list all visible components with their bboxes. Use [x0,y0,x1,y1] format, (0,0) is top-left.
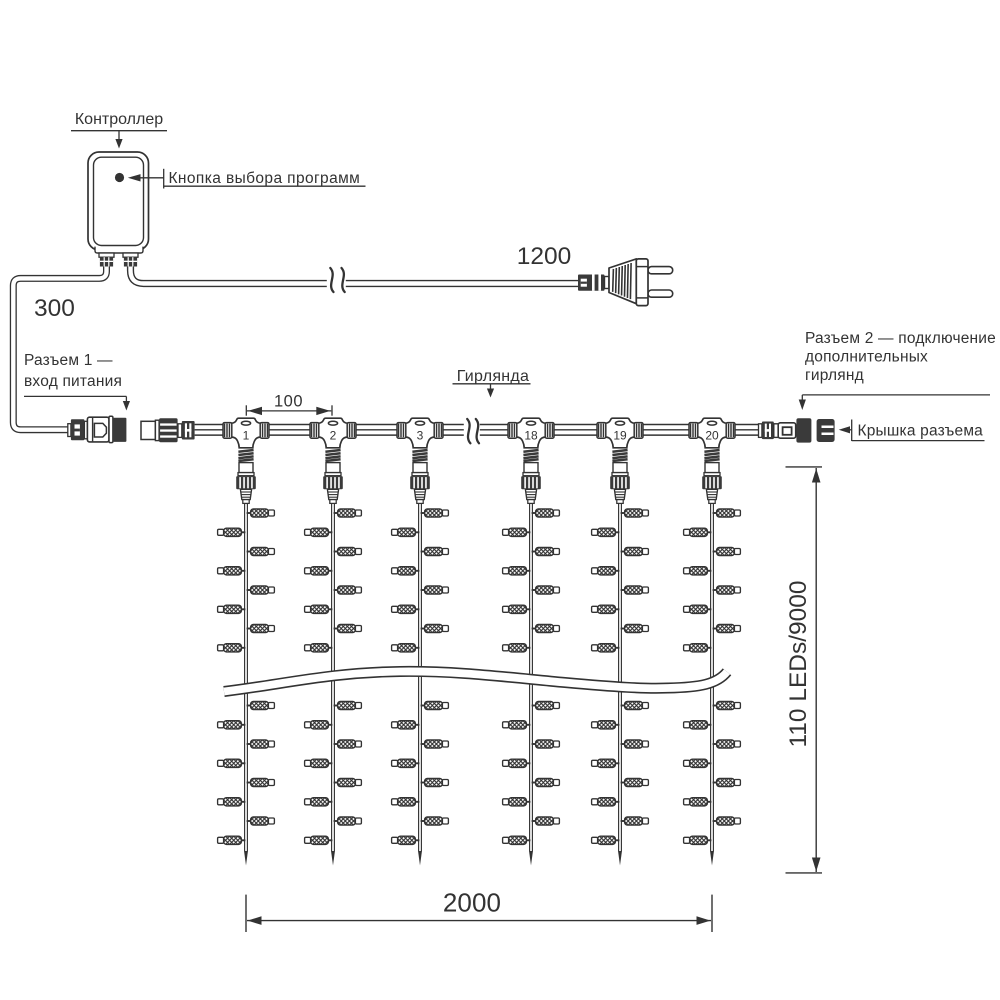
svg-text:100: 100 [274,393,303,411]
svg-text:2000: 2000 [443,888,501,918]
svg-text:2: 2 [330,428,337,442]
svg-text:Разъем 2 — подключение: Разъем 2 — подключение [805,330,996,347]
svg-text:300: 300 [34,295,75,322]
svg-text:1: 1 [243,428,250,442]
svg-text:1200: 1200 [517,243,572,270]
svg-text:Кнопка выбора программ: Кнопка выбора программ [169,170,361,187]
svg-text:Крышка разъема: Крышка разъема [858,422,984,439]
svg-text:19: 19 [613,428,627,442]
svg-text:Гирлянда: Гирлянда [457,368,530,385]
svg-text:вход питания: вход питания [24,373,122,390]
svg-text:3: 3 [417,428,424,442]
svg-text:110 LEDs/9000: 110 LEDs/9000 [785,580,812,747]
svg-text:гирлянд: гирлянд [805,367,864,384]
svg-text:Контроллер: Контроллер [75,111,163,128]
svg-text:Разъем 1 —: Разъем 1 — [24,352,113,369]
svg-text:18: 18 [524,428,538,442]
svg-text:20: 20 [705,428,719,442]
svg-text:дополнительных: дополнительных [805,349,928,366]
